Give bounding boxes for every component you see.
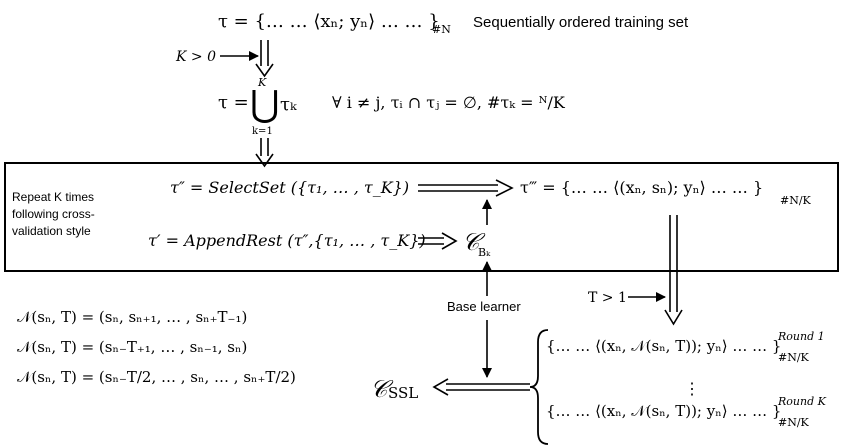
classifier-b-sub: Bₖ bbox=[478, 246, 491, 259]
partition-lhs: τ = bbox=[218, 92, 249, 113]
repeat-label-line-1: Repeat K times bbox=[12, 190, 94, 204]
base-learner-label: Base learner bbox=[447, 299, 521, 314]
double-arrow-1 bbox=[255, 40, 274, 78]
round-k-sup: Round K bbox=[777, 395, 827, 408]
round-k-set: {… … ⟨(xₙ, 𝒩(sₙ, T)); yₙ⟩ … … } bbox=[546, 402, 781, 420]
partition-constraints: ∀ i ≠ j, τᵢ ∩ τⱼ = ∅, #τₖ = ᴺ/K bbox=[332, 93, 566, 112]
training-set-caption: Sequentially ordered training set bbox=[473, 14, 689, 31]
round-1-sub: #N/K bbox=[778, 351, 810, 364]
round-k-sub: #N/K bbox=[778, 416, 810, 429]
union-bottom: k=1 bbox=[252, 126, 273, 137]
double-arrow-right bbox=[664, 215, 683, 326]
ssl-classifier-sub: SSL bbox=[388, 384, 418, 402]
triple-prime-set: τ‴ = {… … ⟨(xₙ, sₙ); yₙ⟩ … … } bbox=[520, 178, 763, 197]
training-set-subscript: #N bbox=[432, 23, 451, 36]
append-rest-equation: τ′ = AppendRest (τ″,{τ₁, … , τ_K}) bbox=[148, 231, 426, 250]
k-condition: K > 0 bbox=[175, 49, 216, 65]
round-1-set: {… … ⟨(xₙ, 𝒩(sₙ, T)); yₙ⟩ … … } bbox=[546, 337, 781, 355]
rounds-ellipsis: ⋮ bbox=[684, 379, 700, 398]
union-top: K bbox=[257, 76, 267, 89]
repeat-box bbox=[4, 162, 839, 272]
repeat-label-line-3: validation style bbox=[12, 224, 91, 238]
triple-prime-sub: #N/K bbox=[780, 194, 812, 207]
neighborhood-forward: 𝒩(sₙ, T) = (sₙ, sₙ₊₁, … , sₙ₊T₋₁) bbox=[17, 308, 247, 326]
training-set-equation: τ = {… … ⟨xₙ; yₙ⟩ … … } bbox=[218, 11, 440, 32]
round-1-sup: Round 1 bbox=[777, 330, 825, 343]
neighborhood-backward: 𝒩(sₙ, T) = (sₙ₋T₊₁, … , sₙ₋₁, sₙ) bbox=[17, 338, 247, 356]
double-arrow-2 bbox=[255, 138, 274, 168]
union-symbol: ⋃ bbox=[250, 84, 280, 125]
t-condition: T > 1 bbox=[588, 290, 627, 306]
double-arrow-ssl bbox=[432, 378, 530, 396]
select-set-equation: τ″ = SelectSet ({τ₁, … , τ_K}) bbox=[170, 178, 409, 197]
double-arrow-select bbox=[418, 179, 514, 197]
repeat-label-line-2: following cross- bbox=[12, 207, 95, 221]
neighborhood-centered: 𝒩(sₙ, T) = (sₙ₋T/2, … , sₙ, … , sₙ₊T/2) bbox=[17, 368, 296, 386]
union-term: τₖ bbox=[280, 94, 297, 115]
rounds-brace bbox=[529, 329, 549, 445]
double-arrow-append bbox=[418, 232, 458, 250]
